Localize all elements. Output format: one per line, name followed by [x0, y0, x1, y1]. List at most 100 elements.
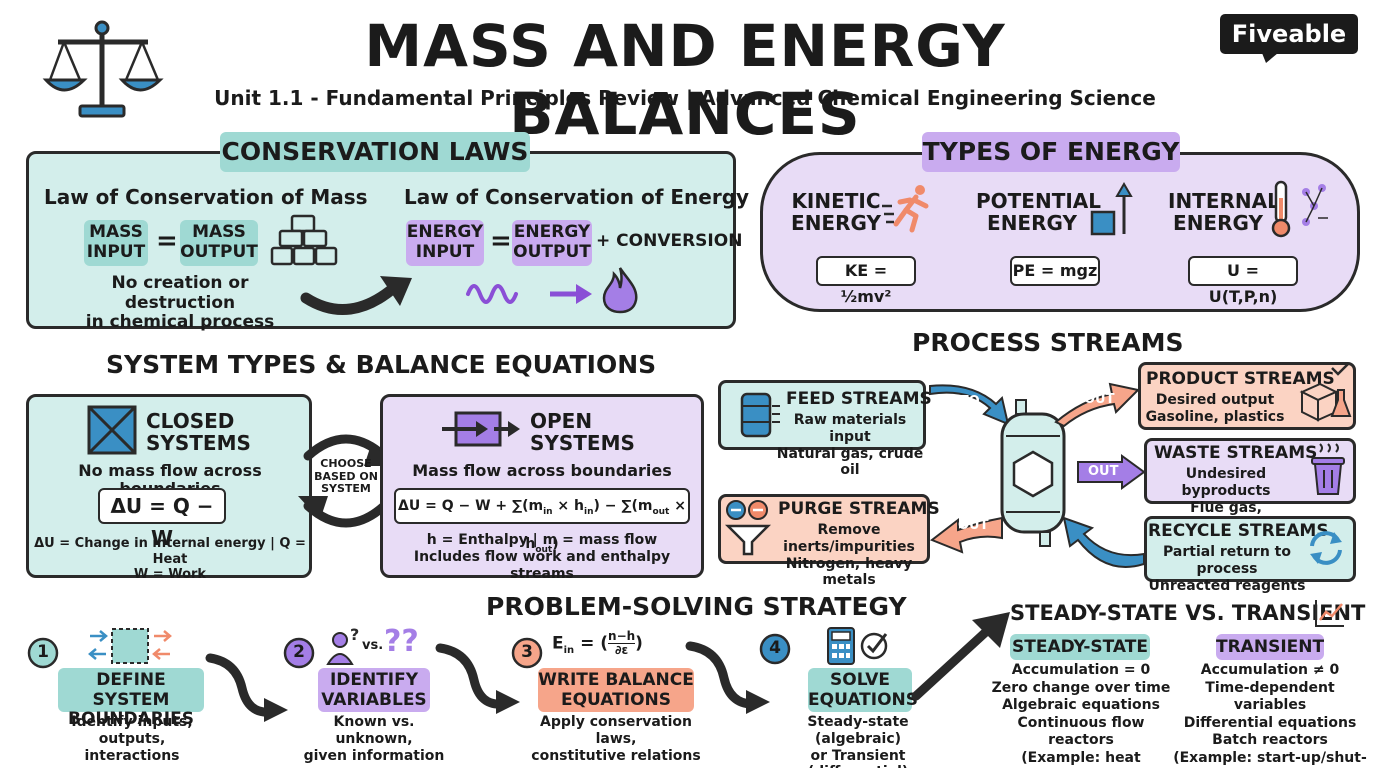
choose-label: CHOOSE BASED ON SYSTEM — [314, 457, 378, 496]
brand-logo: Fiveable — [1220, 14, 1358, 54]
step-3-title: WRITE BALANCE EQUATIONS — [538, 668, 694, 712]
open-formula-part: ) — [552, 535, 559, 552]
thermometer-molecule-icon — [1271, 180, 1328, 238]
step-2-title: IDENTIFY VARIABLES — [318, 668, 430, 712]
up-arrow-block-icon — [1090, 182, 1133, 236]
step-4-title: SOLVE EQUATIONS — [808, 668, 918, 712]
trend-chart-icon — [1315, 600, 1344, 627]
step-arrow-icon — [435, 643, 520, 714]
step-1-number: 1 — [37, 642, 49, 662]
step-arrow-icon — [205, 653, 288, 722]
trash-bin-icon — [1311, 443, 1345, 495]
curved-arrow-icon — [300, 276, 412, 315]
purge-out-label: OUT — [958, 518, 989, 533]
step-2-badge-icon — [283, 637, 315, 669]
recycle-streams-desc: Partial return to process Unreacted reag… — [1148, 544, 1306, 594]
to-steady-state-arrow-icon — [911, 612, 1010, 701]
waste-out-label: OUT — [1088, 464, 1119, 479]
running-person-icon — [882, 185, 929, 233]
filter-funnel-icon — [724, 500, 772, 556]
open-box-icon — [442, 411, 520, 447]
strategy-title: PROBLEM-SOLVING STRATEGY — [486, 592, 907, 621]
calculator-check-icon — [827, 627, 888, 665]
recycle-icon — [1310, 531, 1342, 565]
boundary-arrows-icon — [88, 628, 172, 664]
open-formula-sub: in — [543, 506, 553, 517]
vs-label: vs. — [362, 638, 384, 653]
closed-system-panel — [26, 394, 312, 578]
flame-icon — [602, 267, 638, 314]
product-out-label: OUT — [1084, 392, 1115, 407]
step-4-badge-icon — [759, 633, 791, 665]
barrel-icon — [740, 392, 780, 438]
transient-tag: TRANSIENT — [1216, 634, 1324, 660]
eq-lhs: E — [552, 633, 564, 654]
waste-streams-title: WASTE STREAMS — [1154, 443, 1318, 463]
potential-energy-label: POTENTIAL ENERGY — [976, 189, 1102, 235]
step-2-number: 2 — [293, 642, 305, 662]
kinetic-formula: KE = ½mv² — [816, 256, 916, 306]
open-formula-sub: in — [584, 506, 594, 517]
brand-tail-icon — [1262, 53, 1278, 63]
right-arrow-icon — [550, 284, 592, 304]
closed-system-note: ΔU = Change in internal energy | Q = Hea… — [34, 536, 306, 583]
page-title: MASS AND ENERGY BALANCES — [364, 12, 1006, 148]
into-label: INTO — [944, 394, 980, 409]
balance-scale-icon — [42, 20, 164, 118]
feed-streams-title: FEED STREAMS — [786, 389, 932, 409]
purge-streams-title: PURGE STREAMS — [778, 499, 940, 519]
containers-icon — [270, 214, 338, 266]
recycle-return-arrow-icon — [1062, 516, 1145, 568]
step-1-badge-icon — [27, 637, 59, 669]
open-system-note: h = Enthalpy | m = mass flow Includes fl… — [413, 532, 671, 582]
mass-note: No creation or destruction in chemical p… — [85, 273, 275, 333]
conversion-label: + CONVERSION — [596, 231, 743, 251]
brand-name: Fiveable — [1231, 20, 1347, 48]
mass-law-title: Law of Conservation of Mass — [44, 185, 368, 209]
step-arrow-icon — [685, 641, 770, 714]
open-formula-part: × h — [525, 498, 686, 552]
wave-icon — [466, 284, 518, 304]
kinetic-energy-label: KINETIC ENERGY — [791, 189, 881, 235]
recycle-streams-box — [1144, 516, 1356, 582]
purge-streams-desc: Remove inerts/impurities Nitrogen, heavy… — [783, 522, 915, 589]
waste-out-arrow-icon — [1077, 454, 1146, 490]
feed-streams-box — [718, 380, 926, 450]
step-4-desc: Steady-state (algebraic) or Transient (d… — [807, 714, 909, 768]
eq-numerator: n−h — [608, 629, 636, 645]
steady-transient-title: STEADY-STATE VS. TRANSIENT — [1010, 601, 1366, 625]
step-1-title: DEFINE SYSTEM BOUNDARIES — [58, 668, 204, 729]
product-streams-title: PRODUCT STREAMS — [1146, 369, 1335, 389]
energy-types-title: TYPES OF ENERGY — [922, 132, 1180, 172]
steady-state-tag: STEADY-STATE — [1010, 634, 1150, 660]
step-3-number: 3 — [521, 642, 533, 662]
eq-sub: in — [563, 645, 575, 657]
mass-input-label: MASS INPUT — [84, 220, 148, 266]
step-4-number: 4 — [769, 638, 781, 658]
mass-equals: = — [156, 226, 178, 256]
box-flask-icon — [1299, 363, 1352, 422]
closed-box-icon — [87, 405, 137, 455]
reactor-vessel-icon — [1000, 399, 1066, 547]
recycle-streams-title: RECYCLE STREAMS — [1148, 521, 1329, 541]
open-formula-part: × h — [552, 498, 585, 514]
feed-streams-desc: Raw materials input Natural gas, crude o… — [776, 412, 924, 479]
choose-cycle-icon — [298, 434, 394, 528]
open-formula-sub: out — [535, 544, 553, 555]
open-system-desc: Mass flow across boundaries — [412, 461, 672, 480]
open-formula: ΔU = Q − W + ∑(min × hin) − ∑(mout × hou… — [394, 488, 690, 555]
energy-output-label: ENERGY OUTPUT — [512, 220, 592, 266]
potential-formula: PE = mgz — [1010, 256, 1100, 286]
process-streams-title: PROCESS STREAMS — [912, 328, 1184, 357]
page-subtitle: Unit 1.1 - Fundamental Principles Review… — [214, 86, 1156, 110]
energy-law-title: Law of Conservation of Energy — [404, 185, 750, 209]
energy-equals: = — [490, 226, 512, 256]
purge-out-arrow-icon — [929, 516, 1003, 554]
eq-fraction: n−h∂ε — [608, 629, 636, 657]
svg-text:?: ? — [350, 625, 359, 644]
system-types-title: SYSTEM TYPES & BALANCE EQUATIONS — [106, 350, 657, 379]
open-formula-sub: out — [652, 506, 670, 517]
closed-formula: ΔU = Q − W — [98, 488, 226, 550]
mass-output-label: MASS OUTPUT — [180, 220, 258, 266]
person-question-icon: ? — [326, 625, 359, 665]
